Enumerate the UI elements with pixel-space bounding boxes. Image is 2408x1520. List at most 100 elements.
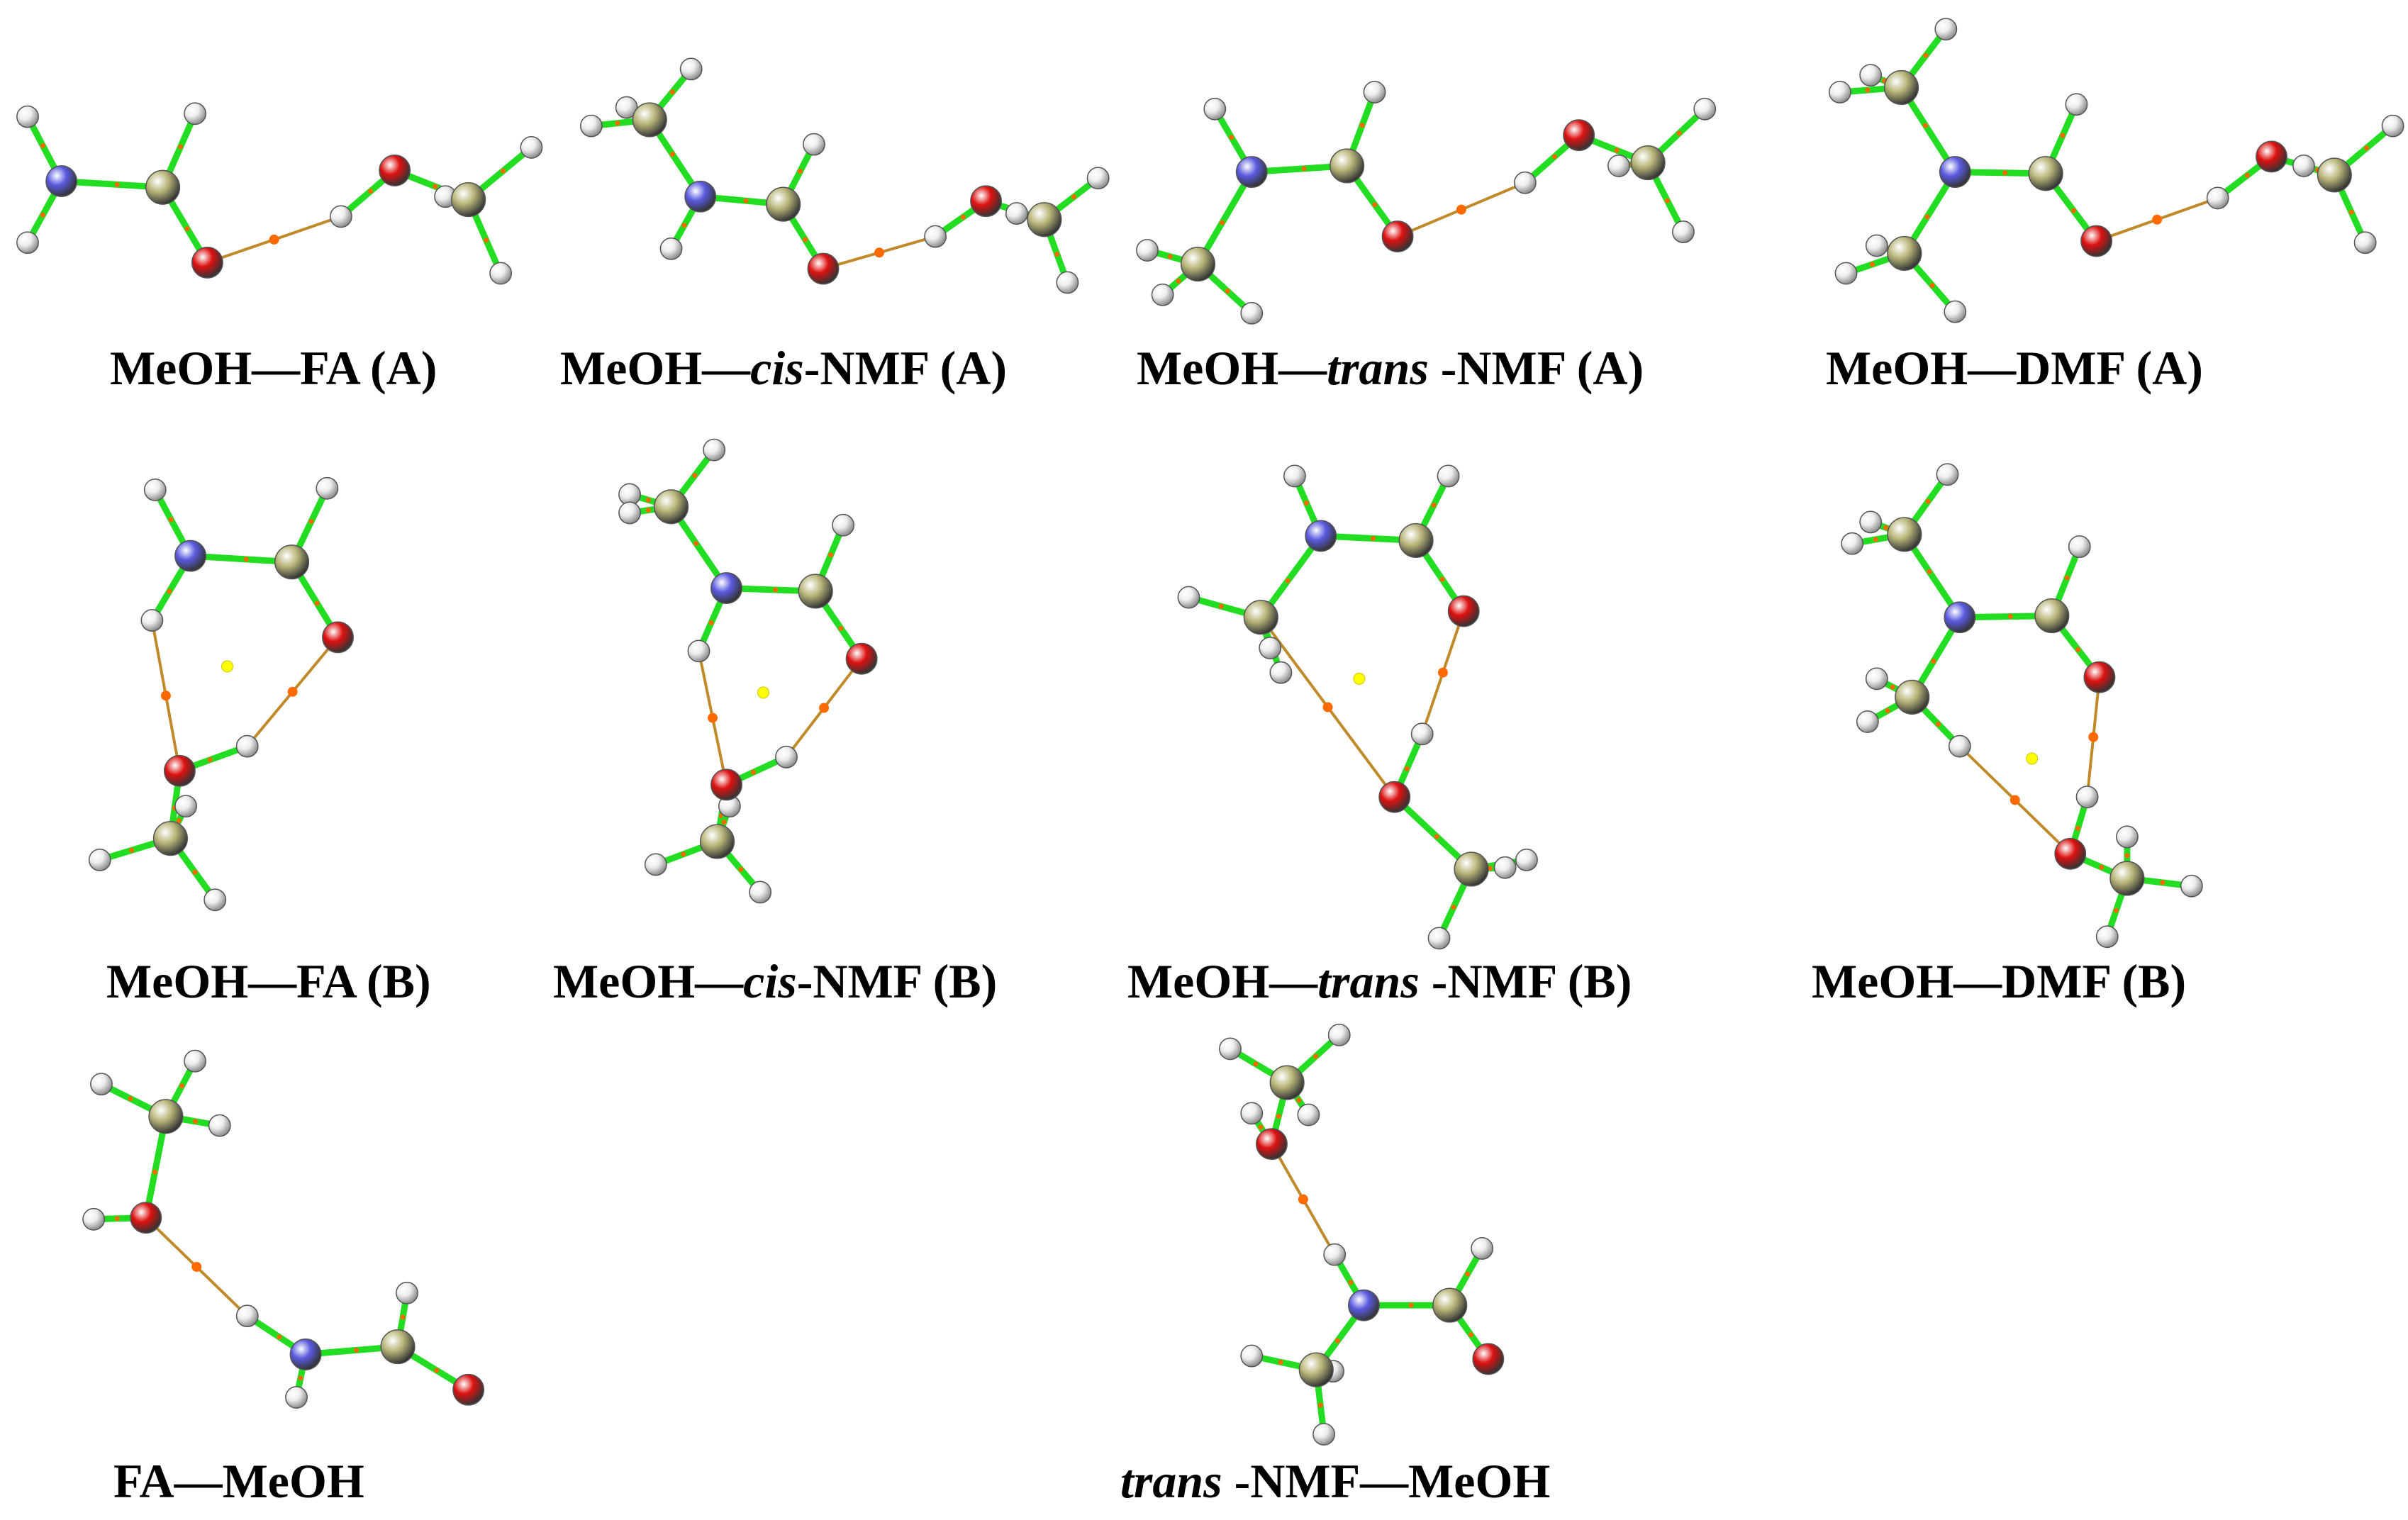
hydrogen-atom — [1693, 97, 1717, 121]
hbond-critical-point — [287, 686, 298, 697]
hydrogen-atom — [832, 513, 855, 537]
bond-critical-point — [708, 620, 714, 625]
hydrogen-atom — [2095, 925, 2119, 949]
covalent-bond — [1391, 793, 1475, 873]
hydrogen-atom — [1437, 464, 1460, 488]
hydrogen-atom — [1259, 637, 1282, 659]
hydrogen-atom — [143, 479, 167, 501]
bond-critical-point — [2244, 172, 2250, 178]
bond-critical-point — [1296, 1097, 1302, 1103]
bond-critical-point — [669, 152, 675, 157]
bond-critical-point — [1614, 147, 1620, 153]
hydrogen-atom — [1515, 849, 1538, 871]
hydrogen-atom — [644, 853, 667, 876]
bond-critical-point — [1434, 834, 1439, 839]
carbon-atom — [1330, 148, 1365, 184]
bond-critical-point — [2075, 647, 2081, 652]
bond-critical-point — [2002, 170, 2008, 176]
oxygen-atom — [710, 769, 742, 801]
nitrogen-atom — [1939, 156, 1971, 189]
caption-p6: MeOH—cis-NMF (B) — [553, 957, 997, 1005]
caption-segment: trans — [1120, 1454, 1222, 1508]
panels-layer — [16, 18, 2404, 1446]
hydrogen-atom — [1493, 856, 1517, 879]
bond-critical-point — [1676, 130, 1682, 136]
hydrogen-atom — [1283, 464, 1306, 488]
oxygen-atom — [322, 621, 354, 654]
carbon-atom — [1180, 246, 1216, 282]
bond-critical-point — [433, 184, 438, 189]
bond-critical-point — [129, 847, 135, 853]
bond-critical-point — [1408, 1302, 1414, 1308]
caption-p8: MeOH—DMF (B) — [1812, 957, 2186, 1005]
caption-p10: trans -NMF—MeOH — [1120, 1457, 1550, 1505]
bond-critical-point — [1054, 252, 1060, 257]
caption-segment: trans — [1327, 341, 1429, 395]
hydrogen-atom — [1672, 220, 1695, 243]
bond-critical-point — [1924, 214, 1930, 220]
bond-critical-point — [645, 497, 651, 503]
bond-critical-point — [184, 226, 190, 232]
bond-critical-point — [615, 121, 620, 126]
bond-critical-point — [1276, 1114, 1281, 1119]
bond-critical-point — [40, 143, 45, 149]
bond-critical-point — [114, 181, 120, 187]
bond-critical-point — [178, 144, 184, 150]
bond-critical-point — [828, 552, 834, 558]
bond-critical-point — [1931, 659, 1936, 664]
hydrogen-atom — [1177, 586, 1200, 609]
bond-critical-point — [1552, 154, 1558, 160]
bond-critical-point — [193, 1119, 199, 1124]
hydrogen-atom — [2206, 186, 2229, 210]
bond-critical-point — [681, 223, 687, 228]
hydrogen-atom — [1086, 167, 1110, 190]
bond-critical-point — [1285, 578, 1291, 583]
caption-segment: MeOH— — [553, 954, 744, 1008]
hydrogen-atom — [1834, 262, 1858, 285]
carbon-atom — [1454, 851, 1489, 887]
carbon-atom — [1895, 679, 1930, 715]
bond-critical-point — [2124, 853, 2130, 859]
oxygen-atom — [130, 1202, 162, 1234]
carbon-atom — [1432, 1287, 1468, 1323]
hbond-critical-point — [819, 703, 830, 713]
bond-critical-point — [2099, 864, 2105, 870]
hydrogen-atom — [82, 1207, 106, 1231]
bond-critical-point — [1665, 198, 1671, 203]
hydrogen-atom — [1828, 81, 1851, 104]
nitrogen-atom — [1347, 1289, 1380, 1321]
bond-critical-point — [176, 818, 182, 824]
bond-critical-point — [1372, 202, 1378, 208]
bond-critical-point — [1883, 525, 1889, 530]
bond-critical-point — [314, 600, 320, 606]
hydrogen-atom — [204, 888, 227, 912]
bond-critical-point — [1218, 603, 1224, 609]
hydrogen-atom — [1136, 239, 1159, 262]
bond-critical-point — [277, 1334, 282, 1340]
bond-critical-point — [803, 237, 808, 242]
hydrogen-atom — [140, 609, 164, 632]
hydrogen-atom — [2292, 155, 2315, 177]
hydrogen-atom — [184, 102, 206, 125]
carbon-atom — [1883, 69, 1919, 106]
hydrogen-atom — [1240, 1102, 1264, 1125]
carbon-atom — [2028, 156, 2063, 191]
hydrogen-atom — [749, 881, 772, 904]
hydrogen-atom — [1865, 667, 1888, 691]
bond-critical-point — [400, 1314, 406, 1320]
nitrogen-atom — [45, 165, 78, 197]
bond-critical-point — [1334, 1338, 1340, 1343]
caption-segment: -NMF (A) — [1428, 341, 1644, 395]
bond-critical-point — [1465, 1271, 1471, 1277]
bond-critical-point — [207, 757, 213, 763]
bond-critical-point — [179, 1083, 185, 1089]
oxygen-atom — [2080, 225, 2113, 257]
carbon-atom — [1398, 522, 1434, 559]
ring-critical-point — [757, 686, 770, 699]
hydrogen-atom — [1944, 300, 1967, 323]
hydrogen-atom — [775, 745, 798, 769]
hydrogen-atom — [1471, 1237, 1494, 1260]
carbon-atom — [380, 1329, 416, 1365]
bond-critical-point — [368, 189, 374, 194]
hydrogen-atom — [1327, 1023, 1351, 1046]
